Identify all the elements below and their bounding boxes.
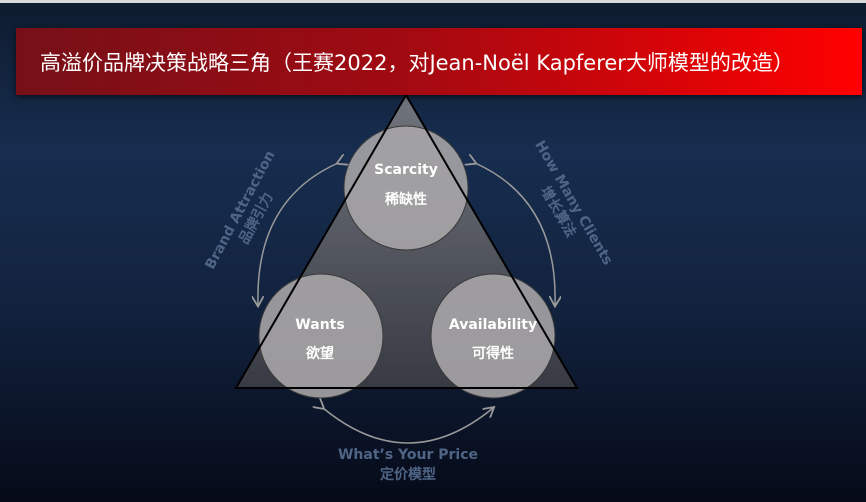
price-label: What’s Your Price <box>338 447 478 463</box>
availability-label-zh: 可得性 <box>472 345 514 362</box>
title-banner: 高溢价品牌决策战略三角（王赛2022，对Jean-Noël Kapferer大师… <box>16 28 862 95</box>
wants-label: Wants <box>295 317 344 333</box>
circle-wants <box>258 273 384 399</box>
circle-scarcity <box>343 125 469 251</box>
right-arc-arrow <box>475 163 555 305</box>
scarcity-label-zh: 稀缺性 <box>385 191 427 208</box>
slide-title: 高溢价品牌决策战略三角（王赛2022，对Jean-Noël Kapferer大师… <box>40 50 794 75</box>
wants-label-zh: 欲望 <box>305 345 334 362</box>
circle-availability <box>430 273 556 399</box>
left-arc-arrow <box>258 163 338 305</box>
scarcity-label: Scarcity <box>374 162 438 178</box>
price-label-zh: 定价模型 <box>380 466 436 483</box>
bottom-arc-arrow <box>323 408 493 444</box>
top-border <box>0 0 866 3</box>
availability-label: Availability <box>449 317 537 333</box>
